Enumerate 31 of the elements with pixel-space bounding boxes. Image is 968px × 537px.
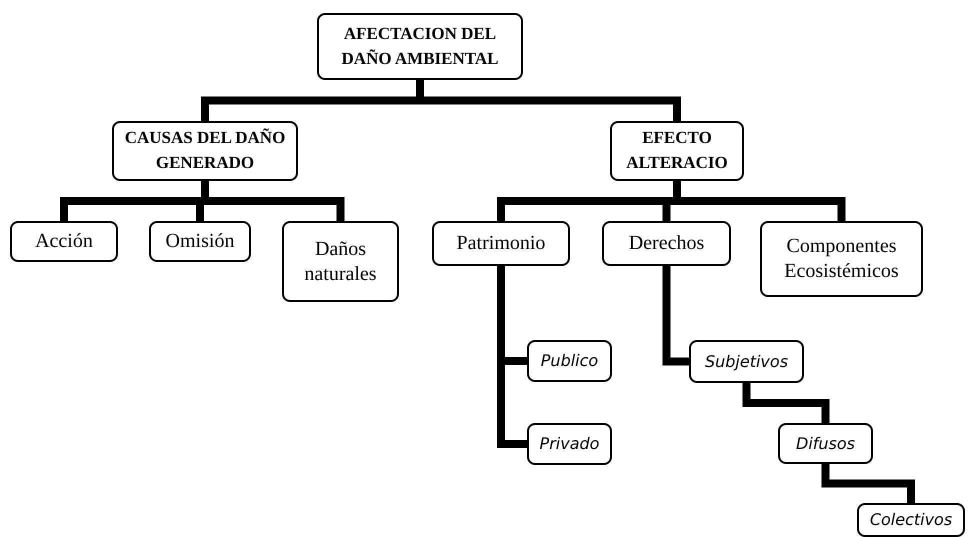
node-label: Omisión [166,229,234,254]
concept-box [857,503,965,537]
node-label: EFECTO ALTERACIO [625,127,729,174]
node-label: Publico [540,351,598,371]
concept-box [610,121,744,181]
concept-box [778,423,873,464]
concept-box [317,13,523,80]
concept-box [689,340,804,383]
node-label: CAUSAS DEL DAÑO GENERADO [124,127,286,174]
node-label: Privado [540,434,600,454]
connector-line [822,464,915,503]
concept-box [432,221,570,266]
concept-box [112,121,298,181]
concept-box [602,221,731,266]
connector-line [662,266,689,366]
connector-line [742,383,830,423]
concept-box [282,221,399,302]
node-label: Acción [35,229,93,254]
node-label: Colectivos [870,510,952,530]
concept-box [760,221,923,297]
node-label: AFECTACION DEL DAÑO AMBIENTAL [340,22,500,70]
concept-box [527,423,612,465]
concept-box [527,340,612,382]
node-label: Patrimonio [456,231,546,256]
concept-box [10,221,118,262]
node-label: Componentes Ecosistémicos [783,234,900,284]
node-label: Subjetivos [704,352,788,372]
node-label: Difusos [796,434,855,454]
node-label: Derechos [628,231,704,256]
node-label: Daños naturales [303,236,378,286]
concept-box [149,221,251,262]
